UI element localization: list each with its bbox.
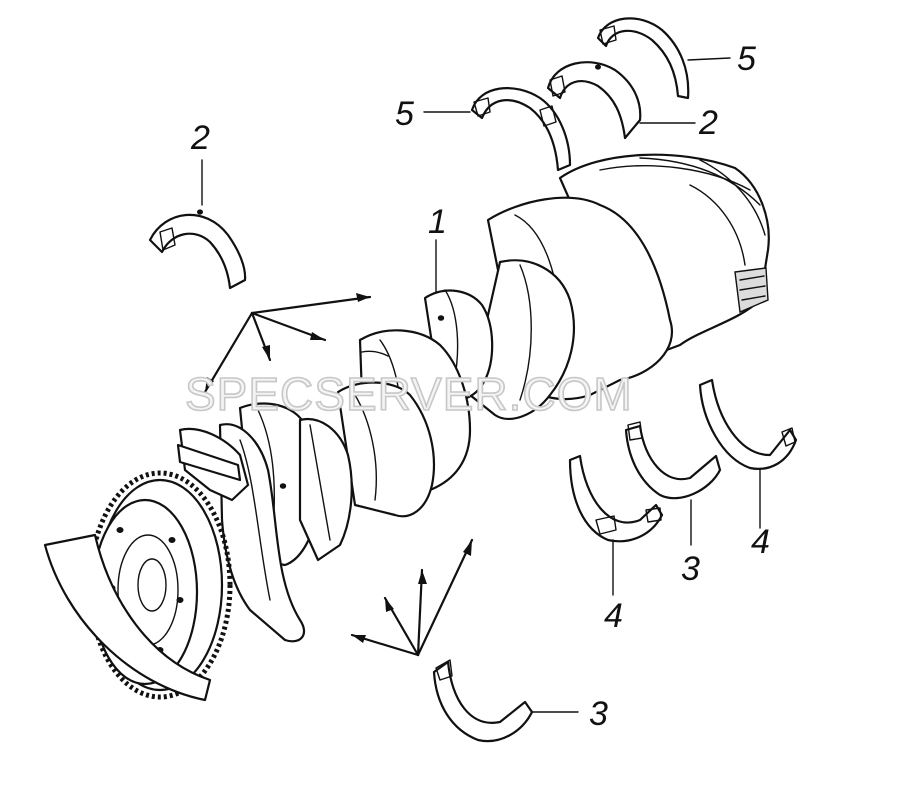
crankshaft — [43, 153, 770, 702]
callout-5-top: 5 — [737, 40, 756, 78]
bearing-shell-2-right — [546, 61, 642, 140]
oil-flow-arrows — [203, 293, 474, 657]
callout-3-right: 3 — [681, 550, 700, 588]
watermark-text: SPECSERVER.COM — [185, 368, 633, 420]
callout-2-left: 2 — [190, 119, 210, 157]
bearing-shell-2-left — [148, 209, 247, 290]
callout-2-right: 2 — [698, 104, 718, 142]
callout-1: 1 — [428, 203, 447, 241]
callout-3-bottom: 3 — [589, 695, 608, 733]
bearing-shell-4-right — [698, 378, 798, 470]
callout-4-right: 4 — [751, 523, 770, 561]
bearing-shell-3-bottom — [432, 659, 534, 743]
bearing-shell-4-center — [568, 454, 664, 543]
callout-5-center: 5 — [395, 95, 414, 133]
bearing-shell-5-center — [470, 87, 572, 172]
leader-lines — [201, 57, 761, 713]
callout-4-center: 4 — [604, 597, 623, 635]
bearing-shell-3-right — [624, 421, 722, 500]
bearing-shell-5-top — [596, 17, 690, 100]
